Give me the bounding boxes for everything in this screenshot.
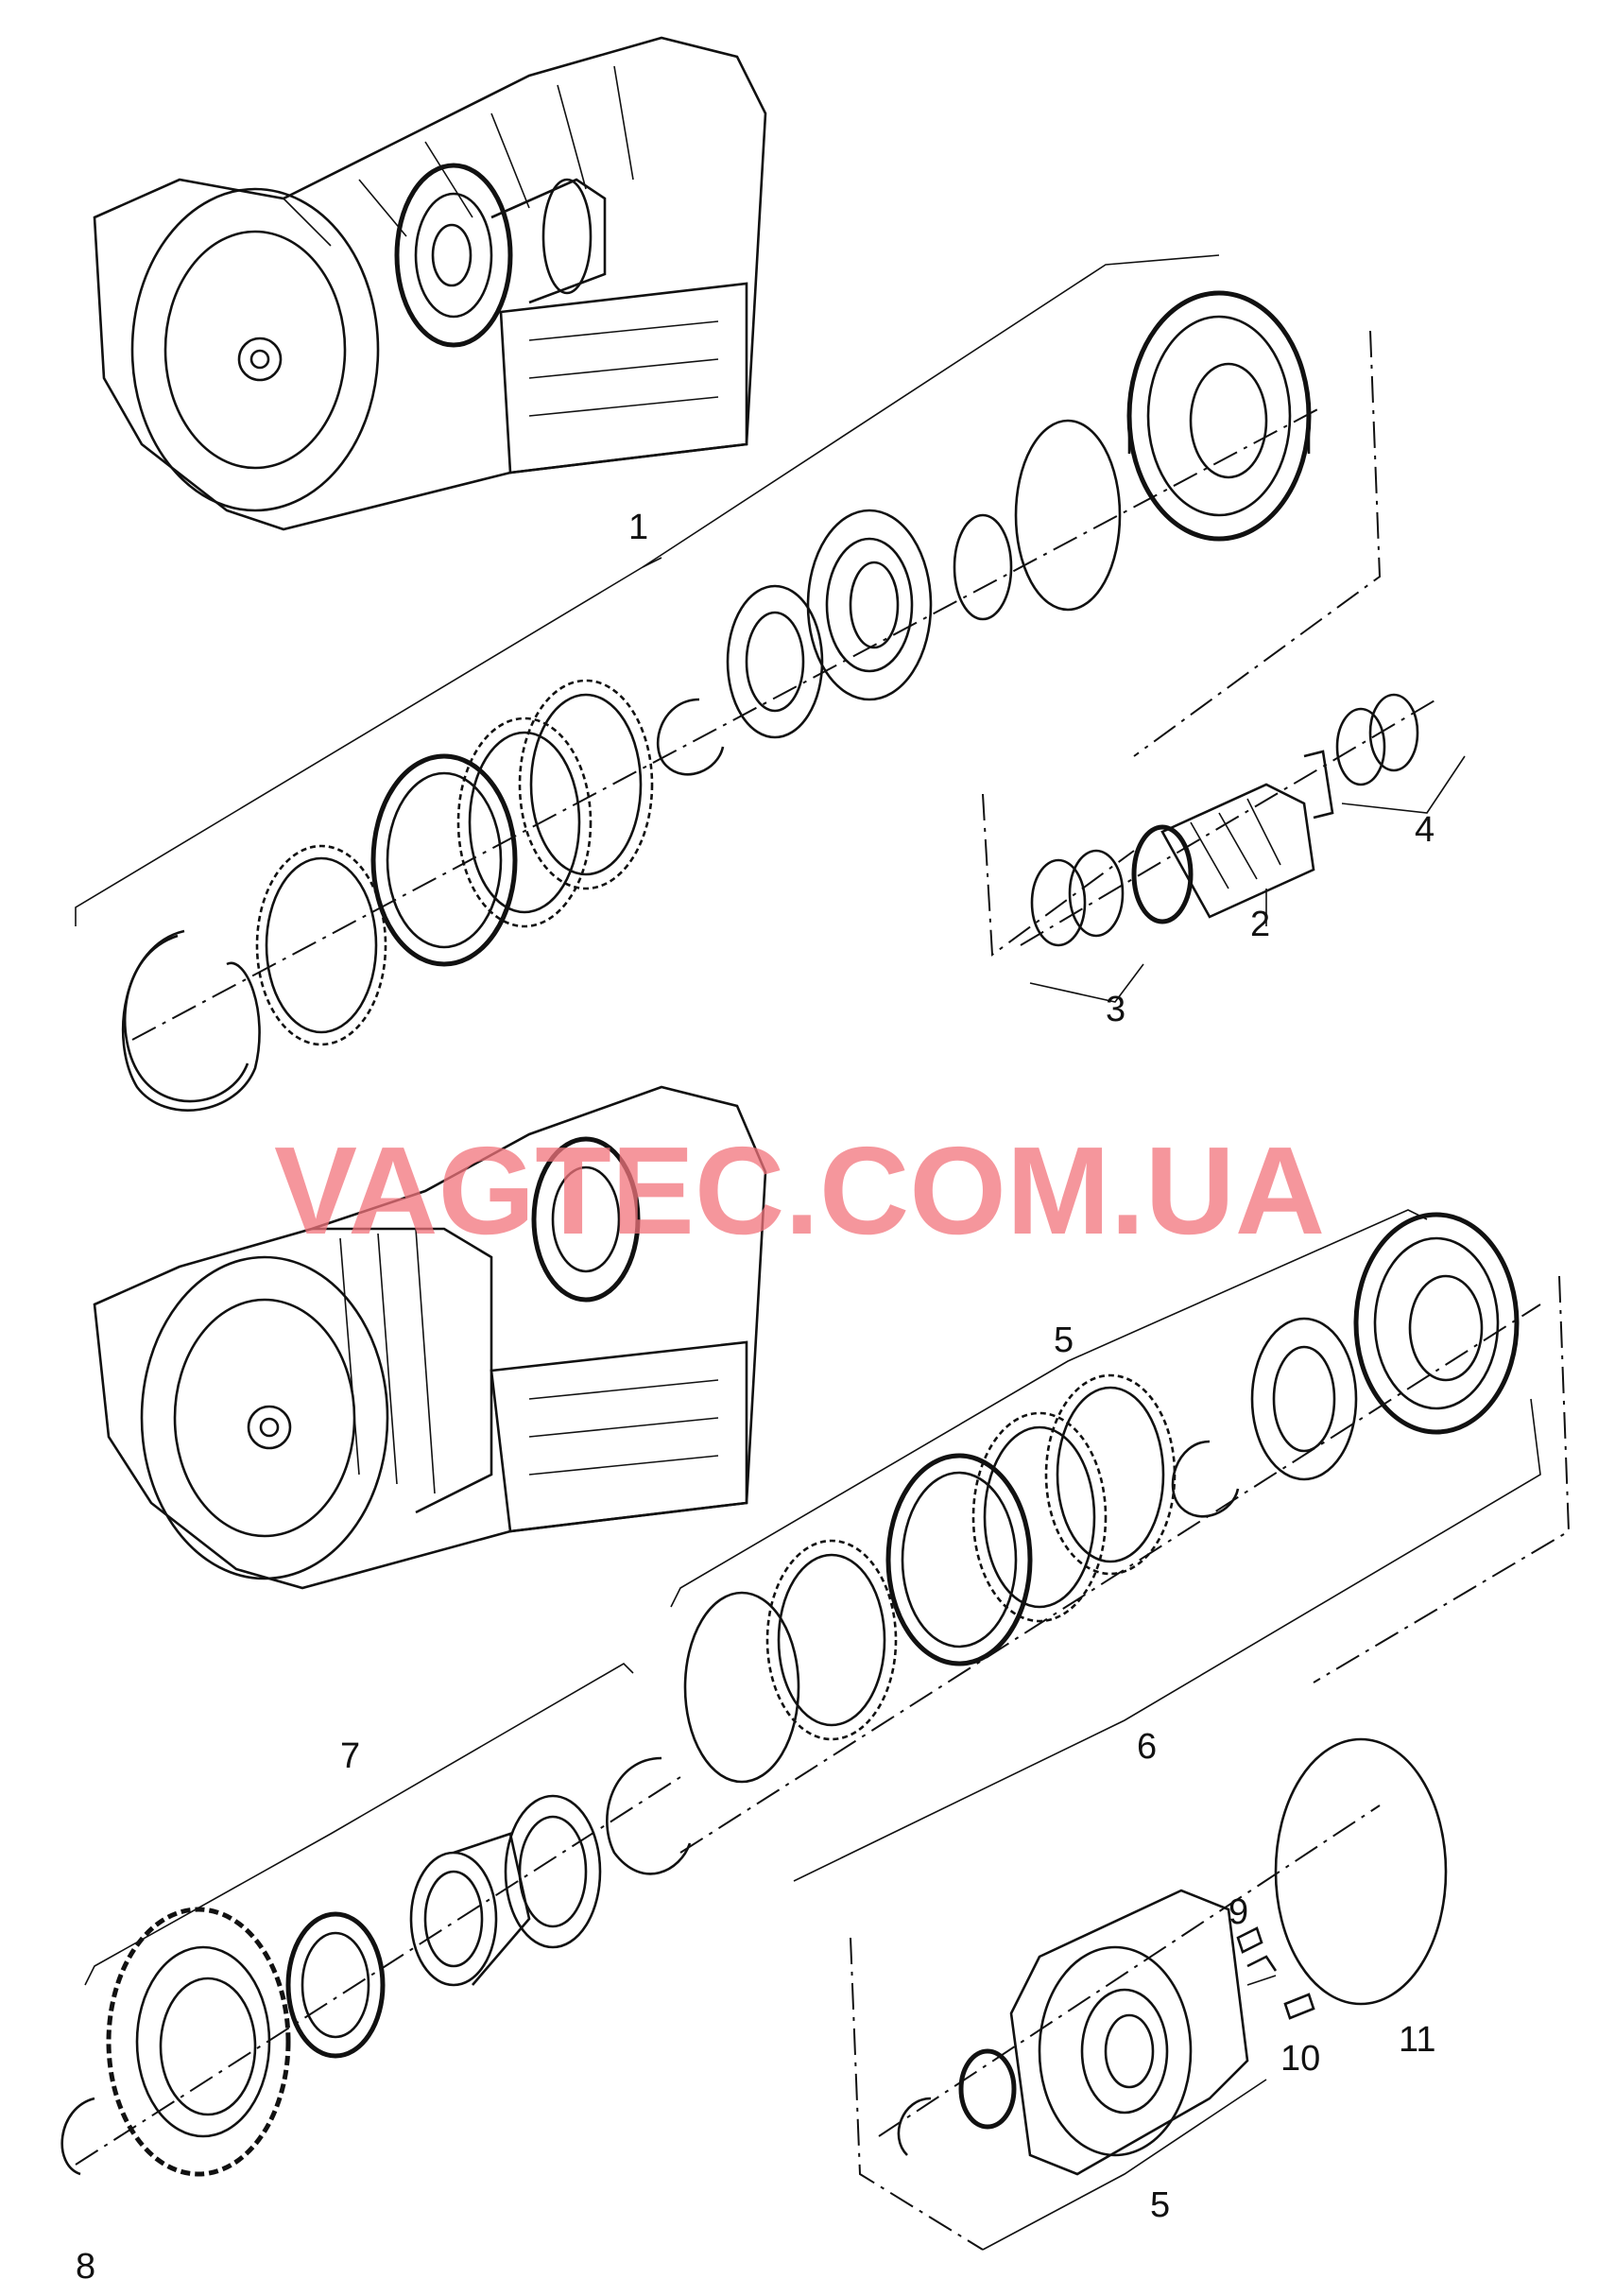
callout-1: 1 — [628, 508, 648, 547]
transmission-housing-bottom — [93, 1085, 767, 1590]
callout-labels: 1 2 3 4 5 5 6 7 8 9 10 11 — [76, 508, 1435, 2287]
callout-5-lower: 5 — [1150, 2185, 1170, 2225]
callout-leaders-top — [1029, 755, 1466, 1003]
callout-5: 5 — [1054, 1321, 1074, 1360]
carrier-group — [850, 1737, 1448, 2251]
callout-11: 11 — [1399, 2020, 1435, 2060]
clutch-pack-1-group — [75, 254, 1382, 1112]
callout-9: 9 — [1228, 1892, 1248, 1932]
callout-7: 7 — [340, 1736, 360, 1776]
callout-6: 6 — [1137, 1727, 1157, 1767]
callout-3: 3 — [1106, 990, 1125, 1029]
gear-bearing-group — [60, 1662, 692, 2177]
shaft-group — [982, 693, 1437, 957]
transmission-housing-top — [93, 36, 767, 531]
callout-2: 2 — [1250, 905, 1270, 944]
watermark-text: VAGTEC.COM.UA — [274, 1121, 1325, 1260]
callout-10: 10 — [1280, 2039, 1320, 2079]
callout-4: 4 — [1415, 810, 1435, 850]
clutch-pack-5-group — [670, 1209, 1571, 1882]
callout-8: 8 — [76, 2247, 95, 2287]
